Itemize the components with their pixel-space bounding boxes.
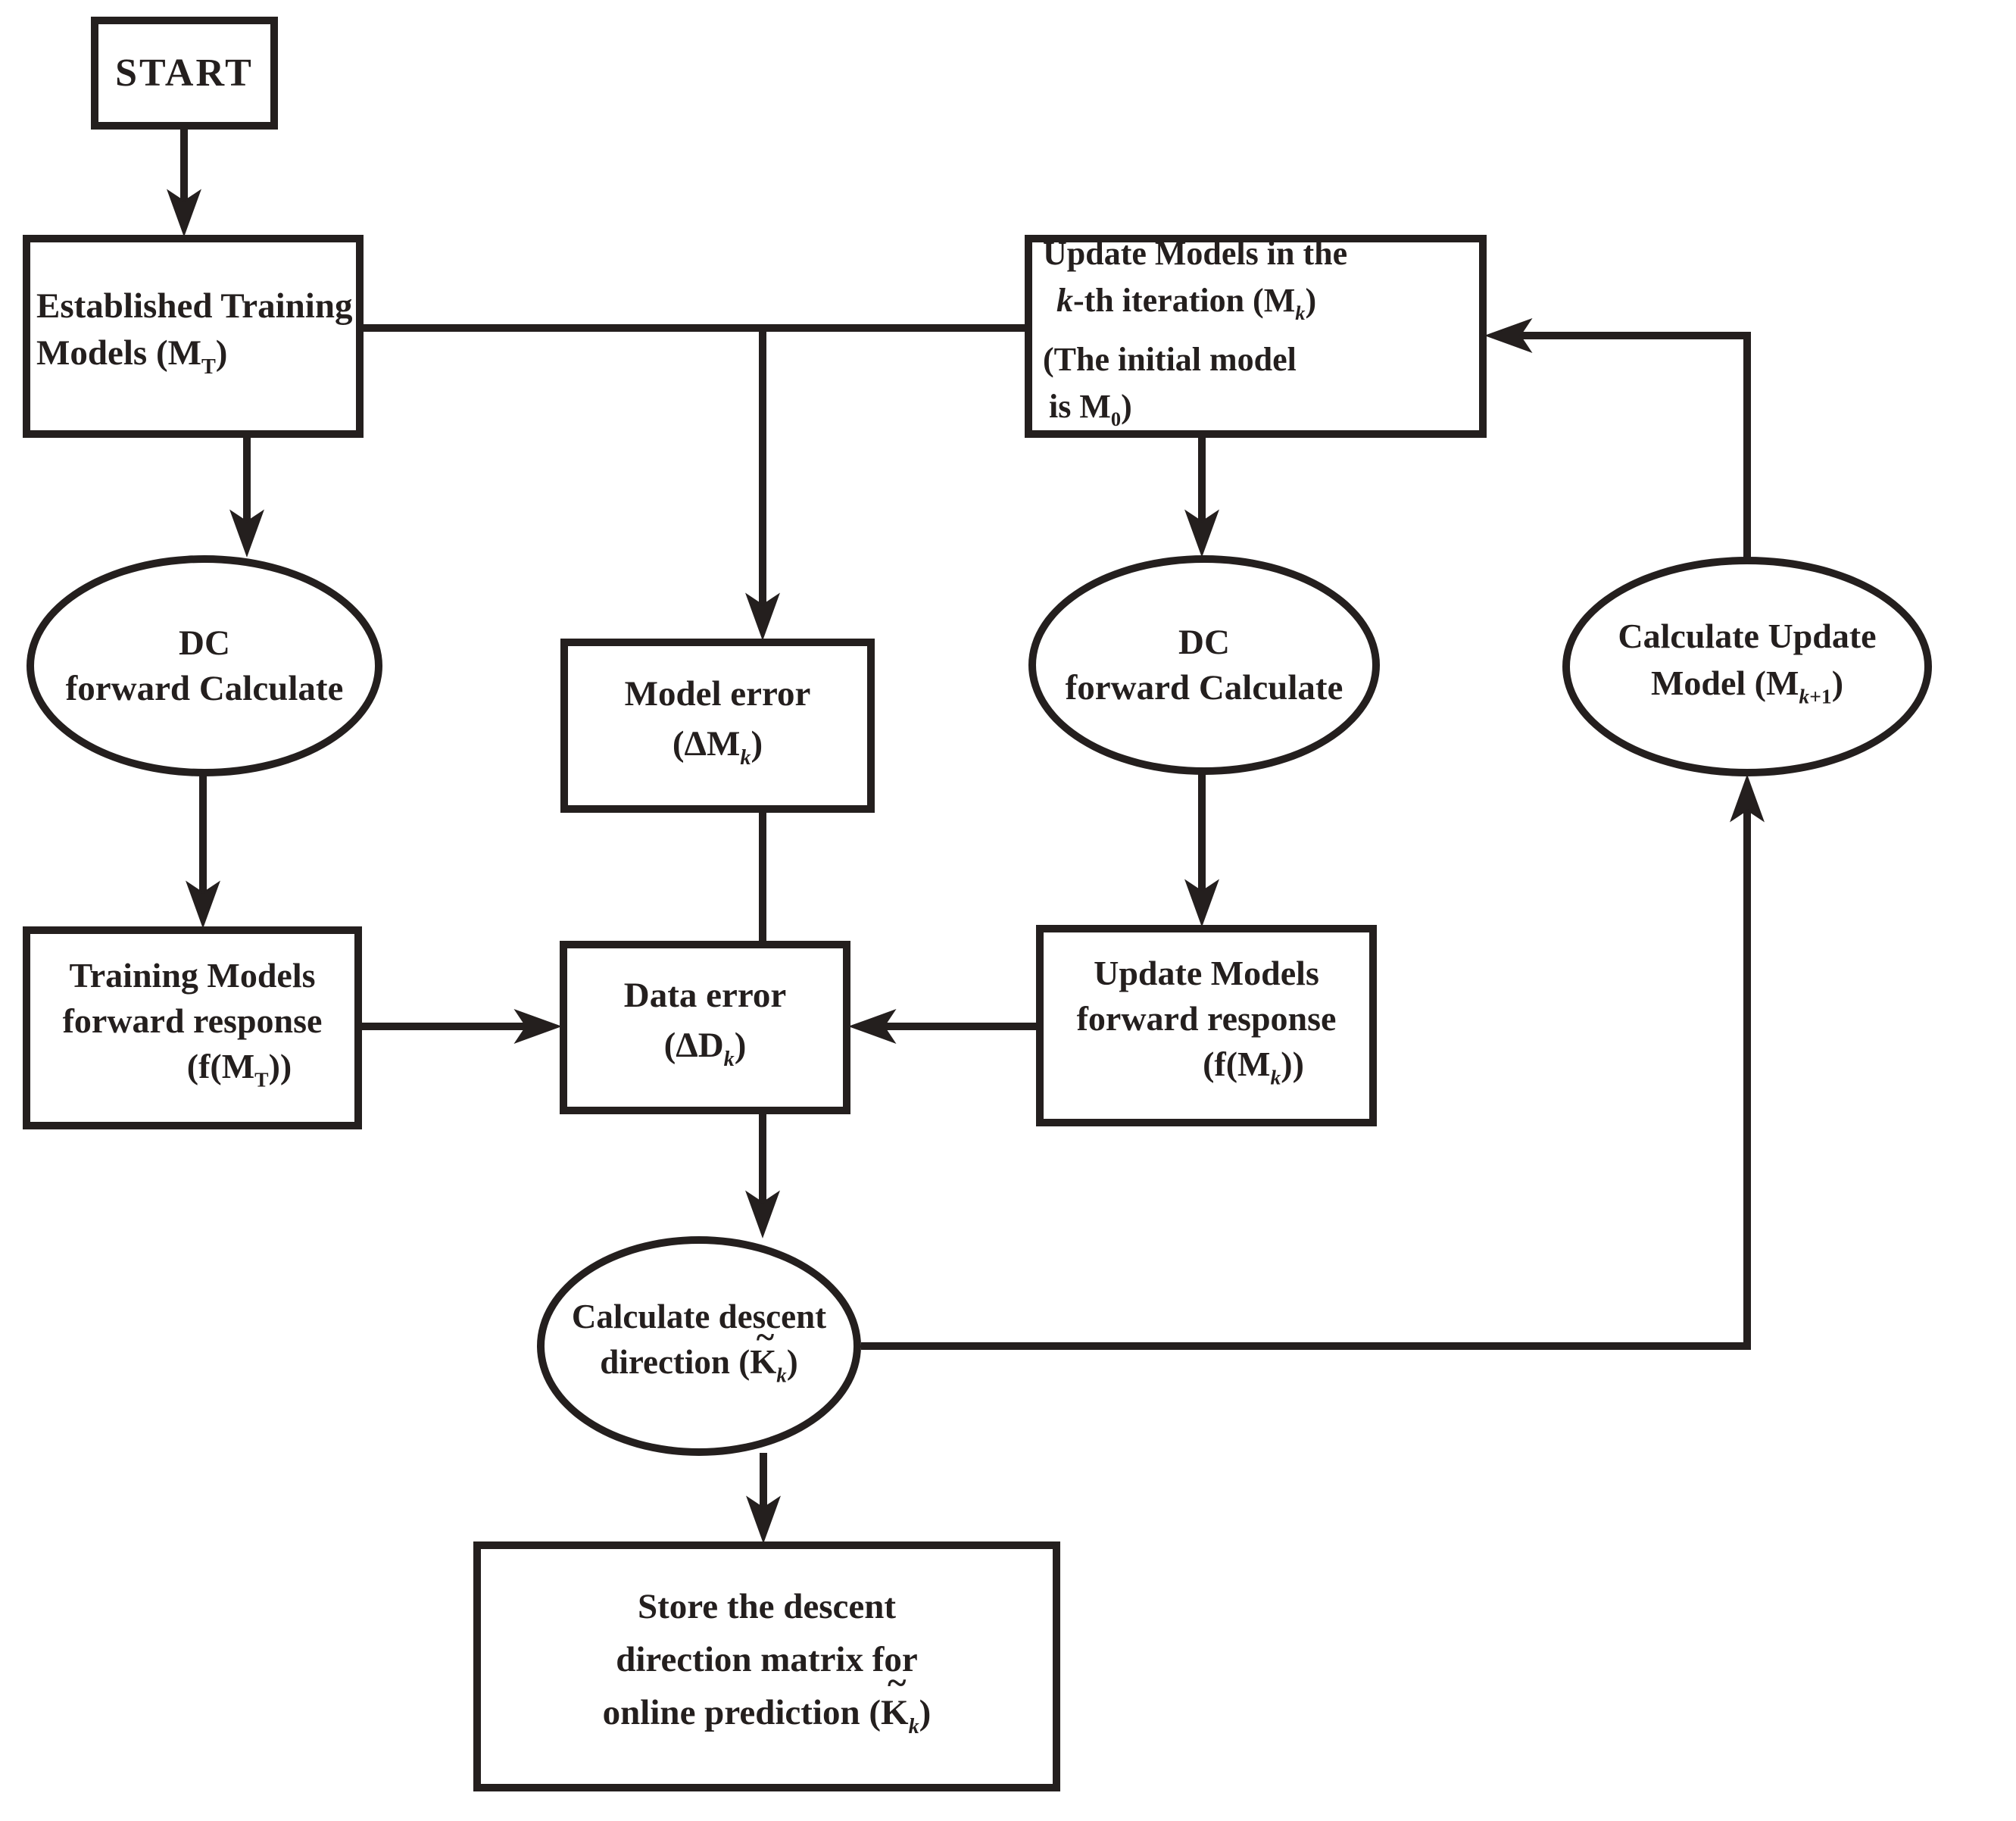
node-update-models-forward-response: Update Models forward response (f(Mk)) [1036,925,1377,1126]
store-line1: Store the descent [637,1586,897,1626]
established-line1: Established Training [36,286,353,326]
data-error-line1: Data error [623,976,787,1016]
edge-update-models-to-dc-right [1184,438,1219,558]
tilde-mark: ~ [887,1663,907,1704]
node-dc-forward-calculate-left: DC forward Calculate [27,555,382,776]
update-response-line3: (f(Mk)) [1203,1045,1304,1089]
dc-right-line2: forward Calculate [1065,668,1343,707]
node-established-training-models: Established Training Models (MT) [23,235,364,438]
update-models-line4: is M0) [1049,388,1132,431]
model-error-line1: Model error [624,673,811,714]
edge-dc-left-to-training-response [186,775,220,929]
node-model-error: Model error (ΔMk) [560,639,875,813]
training-response-line1: Training Models [69,956,316,995]
node-calculate-update-model: Calculate Update Model (Mk+1) [1562,557,1932,776]
edge-branch-to-model-error [745,328,780,641]
update-models-line1: Update Models in the [1043,234,1348,272]
store-line3: online prediction (~Kk) [602,1663,932,1738]
model-error-line2: (ΔMk) [672,723,763,770]
edge-calculate-update-to-update-models [1484,318,1751,558]
start-label: START [115,52,254,95]
update-response-line2: forward response [1076,999,1337,1039]
data-error-line2: (ΔDk) [663,1026,747,1071]
node-store-descent-matrix: Store the descent direction matrix for o… [473,1541,1060,1791]
update-models-line2: k-th iteration (Mk) [1056,281,1317,324]
store-line2: direction matrix for [616,1639,918,1679]
edge-dc-right-to-update-response [1184,773,1219,927]
descent-line1: Calculate descent [571,1298,827,1336]
tilde-mark: ~ [756,1318,775,1357]
training-response-line3: (f(MT)) [186,1047,292,1092]
edge-training-response-to-data-error [362,1009,562,1044]
node-start: START [91,17,278,130]
training-response-line2: forward response [62,1001,323,1041]
descent-line2: direction (~Kk) [600,1318,798,1387]
dc-right-line1: DC [1178,623,1230,662]
dc-left-line1: DC [179,623,230,663]
node-data-error: Data error (ΔDk) [560,941,850,1114]
update-response-line1: Update Models [1094,954,1319,993]
edge-data-error-to-descent [745,1114,780,1238]
established-line2: Models (MT) [36,333,228,379]
edge-established-to-dc-left [229,438,264,558]
edge-update-response-to-data-error [848,1009,1036,1044]
node-dc-forward-calculate-right: DC forward Calculate [1028,555,1380,775]
edge-start-to-established [167,130,201,237]
update-models-line3: (The initial model [1043,341,1297,378]
edge-descent-to-store [746,1453,781,1544]
node-calculate-descent-direction: Calculate descent direction (~Kk) [537,1236,861,1456]
calculate-update-line2: Model (Mk+1) [1650,664,1844,708]
calculate-update-line1: Calculate Update [1618,617,1877,656]
dc-left-line2: forward Calculate [65,669,344,708]
node-training-models-forward-response: Training Models forward response (f(MT)) [23,926,362,1129]
node-update-models-kth: Update Models in the k-th iteration (Mk)… [1025,235,1487,438]
